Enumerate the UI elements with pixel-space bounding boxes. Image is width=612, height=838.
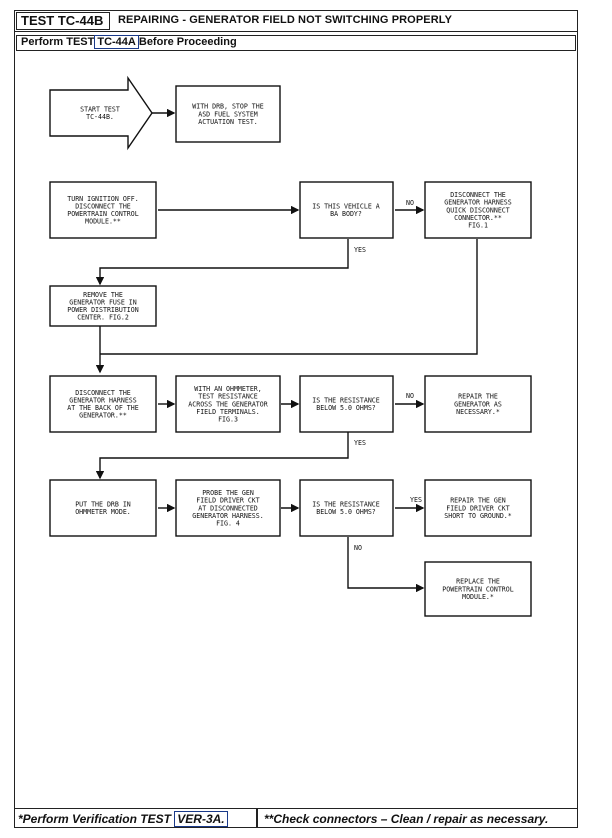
- label-no-3: NO: [354, 544, 362, 552]
- box-text-repair-gen-line-2: GENERATOR AS: [454, 400, 502, 408]
- box-text-disconnect-qd-line-4: CONNECTOR.**: [454, 214, 502, 222]
- box-text-start-line-1: START TEST: [80, 106, 120, 114]
- box-text-disconnect-qd-line-3: QUICK DISCONNECT: [446, 206, 510, 214]
- box-disconnect-qd: [424, 181, 532, 239]
- box-ohmmeter-test: [175, 375, 281, 433]
- label-no-1: NO: [406, 199, 414, 207]
- footer-verification-note: *Perform Verification TEST VER-3A.: [18, 811, 228, 827]
- box-text-ignition-off-line-2: DISCONNECT THE: [75, 203, 131, 211]
- label-yes-3: YES: [410, 496, 422, 504]
- box-text-drb-ohm-line-2: OHMMETER MODE.: [75, 508, 131, 516]
- box-text-disconnect-gen-line-1: DISCONNECT THE: [75, 389, 131, 397]
- box-text-repair-short-line-3: SHORT TO GROUND.*: [444, 512, 512, 520]
- box-text-replace-pcm-line-3: MODULE.*: [462, 593, 494, 601]
- box-text-disconnect-qd-line-1: DISCONNECT THE: [450, 191, 506, 199]
- box-text-ohmmeter-test-line-3: ACROSS THE GENERATOR: [188, 400, 267, 408]
- box-text-ohmmeter-test-line-2: TEST RESISTANCE: [198, 393, 258, 401]
- box-text-resist-q1-line-1: IS THE RESISTANCE: [312, 397, 380, 405]
- box-text-ohmmeter-test-line-1: WITH AN OHMMETER,: [194, 385, 262, 393]
- box-text-ignition-off-line-4: MODULE.**: [85, 218, 121, 226]
- box-text-disconnect-qd-line-5: FIG.1: [468, 222, 488, 230]
- box-text-probe-ckt-line-1: PROBE THE GEN: [202, 489, 254, 497]
- box-text-probe-ckt-line-5: FIG. 4: [216, 520, 240, 528]
- verification-test-link[interactable]: VER-3A.: [174, 811, 228, 827]
- box-resistance-question-1: [299, 375, 394, 433]
- box-text-ohmmeter-test-line-4: FIELD TERMINALS.: [196, 408, 260, 416]
- box-text-ignition-off-line-1: TURN IGNITION OFF.: [67, 195, 138, 203]
- box-text-probe-ckt-line-2: FIELD DRIVER CKT: [196, 497, 260, 505]
- footer-row: [14, 808, 578, 828]
- box-ignition-off: [49, 181, 157, 239]
- box-text-disconnect-gen-line-2: GENERATOR HARNESS: [69, 397, 137, 405]
- box-remove-fuse: [49, 285, 157, 327]
- box-text-resist-q1-line-2: BELOW 5.0 OHMS?: [316, 404, 376, 412]
- box-stop-asd: [175, 85, 281, 143]
- label-yes-1: YES: [354, 246, 366, 254]
- footer-left-prefix: *Perform Verification TEST: [18, 812, 171, 826]
- box-text-resist-q2-line-2: BELOW 5.0 OHMS?: [316, 508, 376, 516]
- label-no-2: NO: [406, 392, 414, 400]
- test-id: TEST TC-44B: [16, 12, 110, 30]
- box-ba-body-question: [299, 181, 394, 239]
- footer-connectors-note: **Check connectors – Clean / repair as n…: [264, 812, 549, 826]
- prereq-prefix: Perform TEST: [21, 36, 95, 48]
- box-text-remove-fuse-line-3: POWER DISTRIBUTION: [67, 306, 138, 314]
- prereq-test-link[interactable]: TC-44A: [94, 35, 139, 49]
- box-resistance-question-2: [299, 479, 394, 537]
- box-repair-generator: [424, 375, 532, 433]
- box-text-start-line-2: TC-44B.: [86, 113, 114, 121]
- box-text-remove-fuse-line-4: CENTER. FIG.2: [77, 314, 129, 322]
- box-text-remove-fuse-line-2: GENERATOR FUSE IN: [69, 299, 137, 307]
- box-text-replace-pcm-line-1: REPLACE THE: [456, 578, 500, 586]
- label-yes-2: YES: [354, 439, 366, 447]
- page-frame: [14, 10, 578, 828]
- box-text-probe-ckt-line-4: GENERATOR HARNESS.: [192, 512, 263, 520]
- header-row: [14, 10, 578, 32]
- box-text-probe-ckt-line-3: AT DISCONNECTED: [198, 504, 258, 512]
- box-text-remove-fuse-line-1: REMOVE THE: [83, 291, 123, 299]
- connectors: [95, 108, 478, 593]
- box-replace-pcm: [424, 561, 532, 617]
- box-text-stop-asd-line-3: ACTUATION TEST.: [198, 118, 258, 126]
- box-text-ba-body-q-line-2: BA BODY?: [330, 210, 362, 218]
- box-drb-ohmmeter: [49, 479, 157, 537]
- prereq-suffix: Before Proceeding: [138, 36, 237, 48]
- box-text-repair-short-line-2: FIELD DRIVER CKT: [446, 504, 510, 512]
- test-title: REPAIRING - GENERATOR FIELD NOT SWITCHIN…: [118, 14, 453, 26]
- box-text-disconnect-gen-line-3: AT THE BACK OF THE: [67, 404, 138, 412]
- box-text-replace-pcm-line-2: POWERTRAIN CONTROL: [442, 585, 513, 593]
- box-text-drb-ohm-line-1: PUT THE DRB IN: [75, 501, 131, 509]
- box-text-stop-asd-line-2: ASD FUEL SYSTEM: [198, 110, 258, 118]
- box-disconnect-generator: [49, 375, 157, 433]
- start-arrow-shape: [49, 75, 153, 151]
- box-text-repair-gen-line-1: REPAIR THE: [458, 393, 498, 401]
- box-text-stop-asd-line-1: WITH DRB, STOP THE: [192, 103, 263, 111]
- box-text-disconnect-qd-line-2: GENERATOR HARNESS: [444, 199, 512, 207]
- box-text-repair-gen-line-3: NECESSARY.*: [456, 408, 500, 416]
- box-text-ignition-off-line-3: POWERTRAIN CONTROL: [67, 210, 138, 218]
- box-text-repair-short-line-1: REPAIR THE GEN: [450, 497, 506, 505]
- process-boxes: [49, 85, 532, 617]
- box-text-ohmmeter-test-line-5: FIG.3: [218, 416, 238, 424]
- box-text-resist-q2-line-1: IS THE RESISTANCE: [312, 501, 380, 509]
- box-repair-short: [424, 479, 532, 537]
- footer-divider: [256, 809, 258, 828]
- box-text-ba-body-q-line-1: IS THIS VEHICLE A: [312, 203, 380, 211]
- box-probe-circuit: [175, 479, 281, 537]
- box-text-disconnect-gen-line-4: GENERATOR.**: [79, 412, 127, 420]
